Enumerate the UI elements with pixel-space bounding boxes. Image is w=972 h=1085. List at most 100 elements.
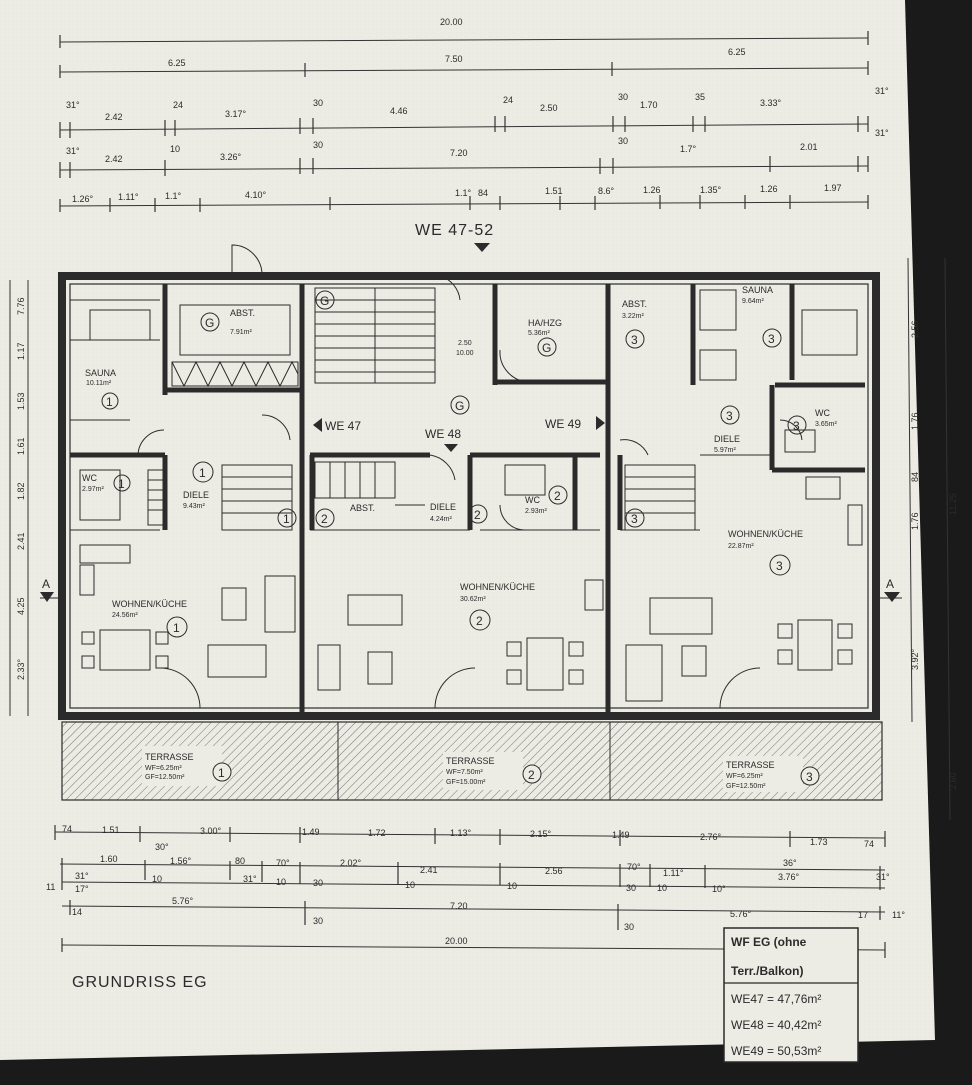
- storage-hatch-pattern: [171, 360, 299, 388]
- terrace1-wf: WF=6.25m²: [145, 765, 182, 772]
- dim-top-r4-1: 2.42: [105, 154, 123, 164]
- room-wohnen1-area: 24.56m²: [112, 612, 138, 619]
- room-labels: SAUNA 10.11m² 1 G ABST. 7.91m² G 2.50 10…: [82, 285, 837, 638]
- dim-top-r3-8: 30: [618, 92, 628, 102]
- stair1-badge: [277, 508, 297, 528]
- dim-top-r5-7: 8.6°: [598, 186, 615, 196]
- room-diele2-unit: 2: [474, 508, 481, 522]
- terrace2-wf: WF=7.50m²: [446, 769, 483, 776]
- terrace2-unit: 2: [528, 768, 535, 782]
- room-wohnen2-name: WOHNEN/KÜCHE: [460, 582, 535, 592]
- room-diele2-area: 4.24m²: [430, 516, 452, 523]
- room-wc1-unit: 1: [118, 477, 125, 491]
- we48-label: WE 48: [425, 427, 461, 441]
- room-wc3-unit: 3: [793, 419, 800, 433]
- dim-top-r5-5: 84: [478, 188, 488, 198]
- bottom-dimensions: [54, 825, 886, 958]
- dim-left-3: 1.61: [16, 437, 26, 455]
- terrace-labels: TERRASSE WF=6.25m² GF=12.50m² 1 TERRASSE…: [142, 746, 820, 792]
- dim-top-r4-9: 31°: [875, 128, 889, 138]
- dim-bot-r3-3: 31°: [243, 874, 257, 884]
- room-abst3-unit: 3: [631, 333, 638, 347]
- room-abst2-badge: [315, 508, 335, 528]
- terrace3-wf: WF=6.25m²: [726, 773, 763, 780]
- room-hahzg-unit: G: [542, 341, 551, 355]
- dim-bot-r5-1: 30: [624, 922, 634, 932]
- we49-arrow-icon: [596, 416, 605, 430]
- left-side-labels: 7.76 1.17 1.53 1.61 1.82 4.25 2.33° 2.41: [16, 297, 26, 680]
- right-side-labels: 2.56 1.76 84 1.76 3.92° 11.25 2.60: [910, 320, 958, 790]
- legend-row-we48: WE48 = 40,42m²: [731, 1018, 821, 1032]
- dim-bot-r1-11: 74: [864, 839, 874, 849]
- room-wohnen3-name: WOHNEN/KÜCHE: [728, 529, 803, 539]
- section-label-left: A: [42, 577, 50, 591]
- room-diele1-area: 9.43m²: [183, 503, 205, 510]
- dim-top-r5-6: 1.51: [545, 186, 563, 196]
- we48-arrow-icon: [444, 444, 458, 452]
- dim-bot-r3-1: 17°: [75, 884, 89, 894]
- dim-top-r3-5: 4.46: [390, 106, 408, 116]
- room-wohnen3-badge: [769, 554, 791, 576]
- dim-top-r3-10: 35: [695, 92, 705, 102]
- we47-label: WE 47: [325, 419, 361, 433]
- dim-top-r3-9: 1.70: [640, 100, 658, 110]
- room-wc1-name: WC: [82, 473, 97, 483]
- room-sauna3-area: 9.64m²: [742, 298, 764, 305]
- room-sauna1-name: SAUNA: [85, 368, 116, 378]
- room-stairg-unit: G: [320, 294, 329, 308]
- terrace2-badge: [522, 764, 542, 784]
- dim-left-6: 2.33°: [16, 658, 26, 680]
- terrace2-name: TERRASSE: [446, 756, 495, 766]
- dim-top-r3-7: 2.50: [540, 103, 558, 113]
- dim-right-3: 1.76: [910, 512, 920, 530]
- drawing-title: GRUNDRISS EG: [72, 974, 208, 991]
- room-wc3-badge: [787, 415, 807, 435]
- dim-bot-r2-0: 1.60: [100, 854, 118, 864]
- dim-top-r2-2: 6.25: [728, 47, 746, 57]
- dim-bot-r3-5: 30: [313, 878, 323, 888]
- room-wohnen1-name: WOHNEN/KÜCHE: [112, 599, 187, 609]
- dim-top-r3-12: 31°: [875, 86, 889, 96]
- dim-top-r3-1: 2.42: [105, 112, 123, 122]
- dim-bot-r4-1: 14: [72, 907, 82, 917]
- room-abstg-area: 7.91m²: [230, 329, 252, 336]
- dim-bot-r1-3: 3.00°: [200, 826, 222, 836]
- dim-bot-r1-7: 2.15°: [530, 829, 552, 839]
- terrace3-name: TERRASSE: [726, 760, 775, 770]
- room-abstg-unit: G: [205, 316, 214, 330]
- room-wohnen3-area: 22.87m²: [728, 543, 754, 550]
- dim-top-r5-10: 1.26: [760, 184, 778, 194]
- dim-bot-r2-1: 1.56°: [170, 856, 192, 866]
- room-abst2-name: ABST.: [350, 503, 375, 513]
- terrace2-gf: GF=15.00m²: [446, 779, 486, 786]
- legend-row-we49: WE49 = 50,53m²: [731, 1044, 821, 1058]
- dim-left-7: 2.41: [16, 532, 26, 550]
- section-marker-left: A: [40, 577, 60, 602]
- dim-top-r4-4: 30: [313, 140, 323, 150]
- dim-left-4: 1.82: [16, 482, 26, 500]
- building-unit-label: WE 47-52: [415, 222, 494, 239]
- room-wc1-badge: [113, 474, 131, 492]
- dim-bot-r2-7: 70°: [627, 862, 641, 872]
- room-sauna1-unit: 1: [106, 395, 113, 409]
- room-diele1-unit: 1: [199, 466, 206, 480]
- room-diele1-name: DIELE: [183, 490, 209, 500]
- dim-bot-r3-8: 30: [626, 883, 636, 893]
- top-dimension-labels: 20.00 6.25 7.50 6.25 31° 2.42 24 3.17° 3…: [66, 17, 889, 204]
- dim-bot-r3-7: 10: [507, 881, 517, 891]
- dim-bot-r2-8: 1.11°: [663, 868, 684, 878]
- stair3-badge: [625, 508, 645, 528]
- dim-bot-r1-4: 1.49: [302, 827, 320, 837]
- we49-label: WE 49: [545, 417, 581, 431]
- dim-bot-r1-2: 30°: [155, 842, 169, 852]
- dim-bot-r4-3: 7.20: [450, 901, 468, 911]
- dim-top-r3-0: 31°: [66, 100, 80, 110]
- room-wohnen1-badge: [166, 616, 188, 638]
- dim-top-r5-3: 4.10°: [245, 190, 267, 200]
- dim-left-1: 1.17: [16, 342, 26, 360]
- we47-arrow-icon: [313, 418, 322, 432]
- dim-bot-r4-2: 5.76°: [172, 896, 194, 906]
- dim-left-0: 7.76: [16, 297, 26, 315]
- room-abst3-name: ABST.: [622, 299, 647, 309]
